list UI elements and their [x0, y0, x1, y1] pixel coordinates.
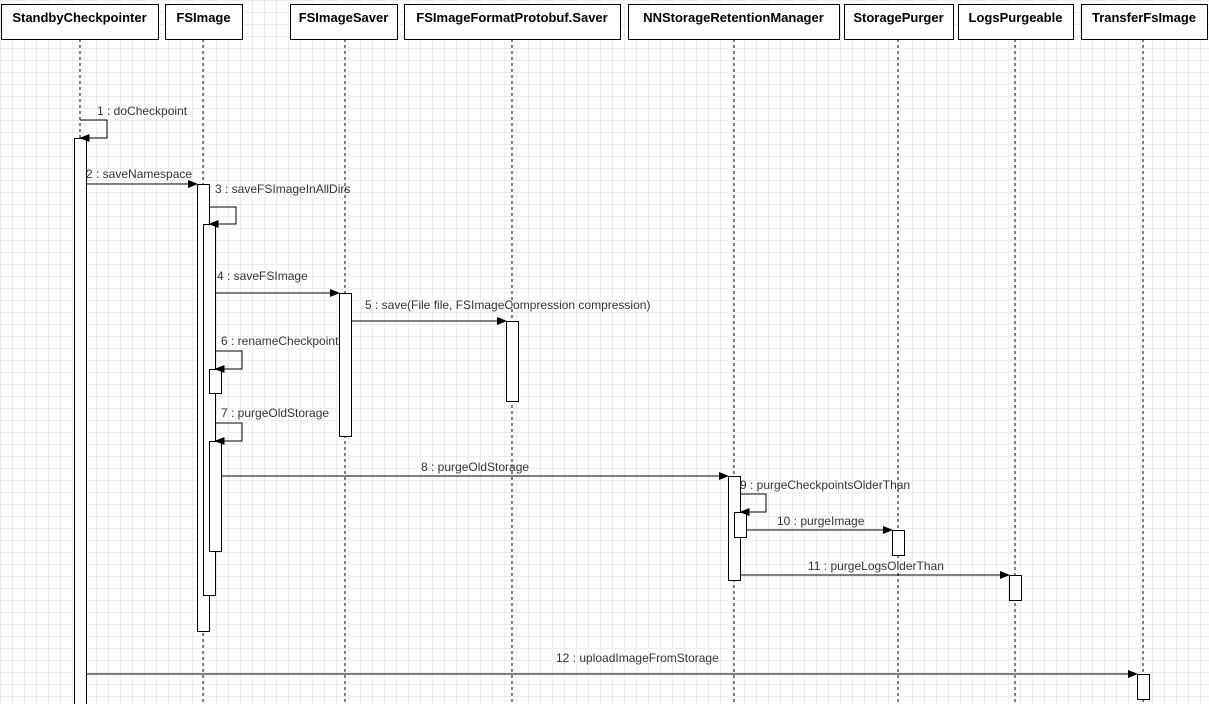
- message-8[interactable]: 8 : purgeOldStorage: [221, 460, 729, 480]
- activation-bar-purger-10: [892, 530, 905, 556]
- message-11[interactable]: 11 : purgeLogsOlderThan: [740, 559, 1010, 579]
- participant-name: FSImageFormatProtobuf.Saver: [416, 10, 607, 25]
- self-call-arrow: [208, 206, 237, 228]
- message-5[interactable]: 5 : save(File file, FSImageCompression c…: [351, 298, 650, 325]
- activation-bar-fsimage-5: [209, 441, 222, 552]
- message-6[interactable]: 6 : renameCheckpoint: [214, 334, 339, 373]
- activation-bar-protobuf-7: [506, 321, 519, 402]
- participant-name: StandbyCheckpointer: [12, 10, 146, 25]
- activation-bar-nnstorage-9: [734, 512, 747, 538]
- message-label: 9 : purgeCheckpointsOlderThan: [740, 478, 910, 492]
- message-1[interactable]: 1 : doCheckpoint: [79, 104, 188, 142]
- message-label: 12 : uploadImageFromStorage: [556, 651, 719, 665]
- message-7[interactable]: 7 : purgeOldStorage: [214, 406, 329, 445]
- activation-bar-logs-11: [1009, 575, 1022, 601]
- message-label: 8 : purgeOldStorage: [421, 460, 529, 474]
- self-call-arrow: [79, 119, 108, 142]
- self-call-arrow: [214, 422, 243, 445]
- message-12[interactable]: 12 : uploadImageFromStorage: [86, 651, 1138, 678]
- activation-bar-transfer-12: [1137, 674, 1150, 700]
- participant-logs[interactable]: LogsPurgeable: [958, 4, 1074, 40]
- participant-name: FSImage: [176, 10, 230, 25]
- participant-nnstorage[interactable]: NNStorageRetentionManager: [628, 4, 840, 40]
- message-label: 4 : saveFSImage: [217, 269, 308, 283]
- participant-protobuf[interactable]: FSImageFormatProtobuf.Saver: [404, 4, 621, 40]
- message-9[interactable]: 9 : purgeCheckpointsOlderThan: [739, 478, 910, 516]
- message-label: 1 : doCheckpoint: [97, 104, 188, 118]
- participant-name: NNStorageRetentionManager: [643, 10, 824, 25]
- self-call-arrow: [739, 493, 767, 516]
- message-10[interactable]: 10 : purgeImage: [746, 514, 893, 534]
- activation-bar-standby-1: [74, 138, 87, 704]
- participant-name: StoragePurger: [853, 10, 943, 25]
- participant-name: FSImageSaver: [299, 10, 389, 25]
- message-label: 10 : purgeImage: [777, 514, 865, 528]
- message-label: 5 : save(File file, FSImageCompression c…: [365, 298, 650, 312]
- message-label: 7 : purgeOldStorage: [221, 406, 329, 420]
- participant-fsimage[interactable]: FSImage: [165, 4, 243, 40]
- participant-standby[interactable]: StandbyCheckpointer: [1, 4, 159, 40]
- message-4[interactable]: 4 : saveFSImage: [215, 269, 340, 297]
- participant-transfer[interactable]: TransferFsImage: [1081, 4, 1208, 40]
- participant-saver[interactable]: FSImageSaver: [290, 4, 398, 40]
- participant-name: LogsPurgeable: [969, 10, 1063, 25]
- participant-name: TransferFsImage: [1092, 10, 1196, 25]
- message-2[interactable]: 2 : saveNamespace: [86, 167, 198, 188]
- activation-bar-fsimage-4: [209, 369, 222, 394]
- participant-purger[interactable]: StoragePurger: [844, 4, 954, 40]
- message-3[interactable]: 3 : saveFSImageInAllDirs: [208, 182, 350, 228]
- activation-bar-saver-6: [339, 293, 352, 437]
- self-call-arrow: [214, 350, 243, 373]
- message-label: 6 : renameCheckpoint: [221, 334, 339, 348]
- message-label: 3 : saveFSImageInAllDirs: [215, 182, 350, 196]
- message-label: 11 : purgeLogsOlderThan: [808, 559, 944, 573]
- message-label: 2 : saveNamespace: [86, 167, 192, 181]
